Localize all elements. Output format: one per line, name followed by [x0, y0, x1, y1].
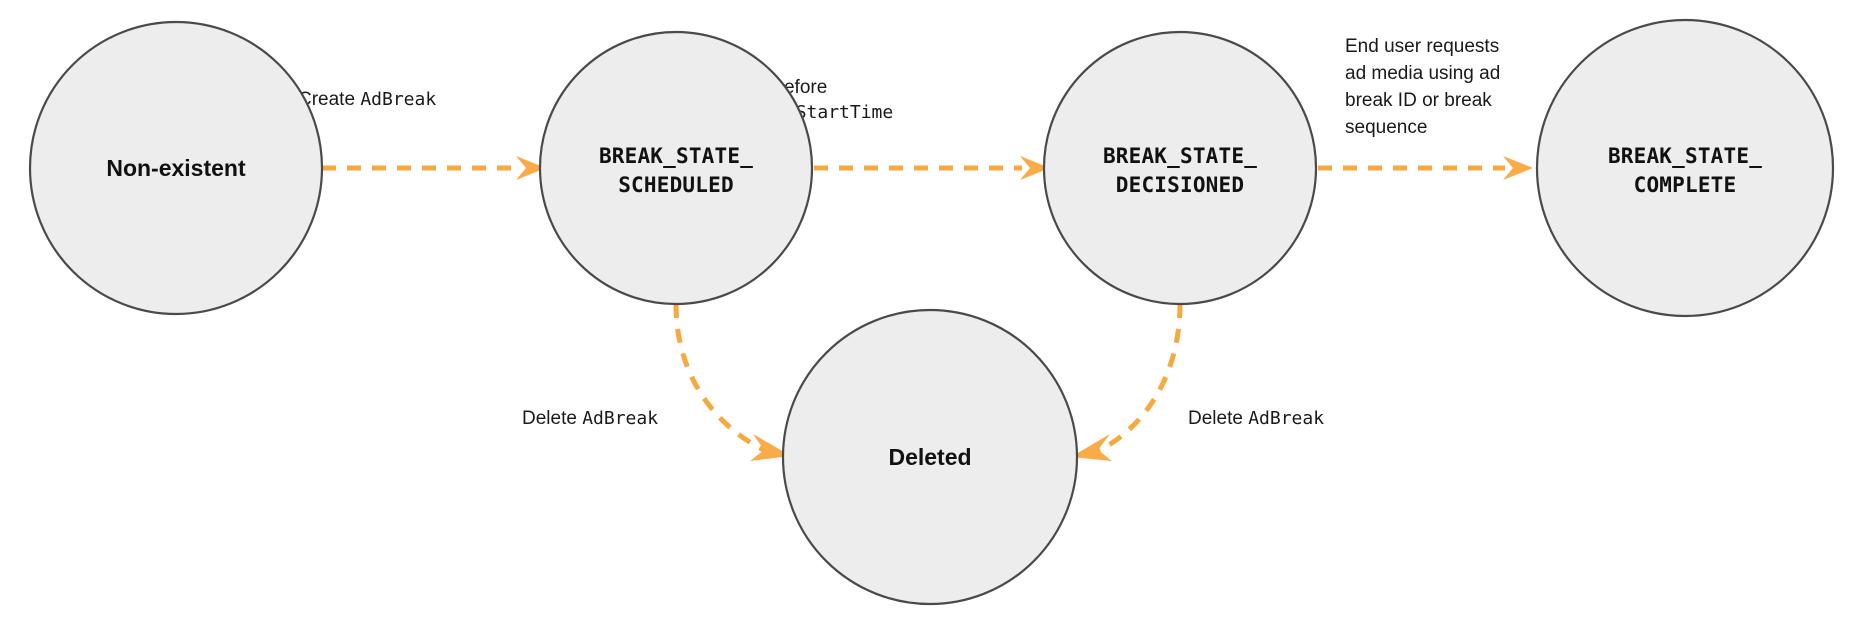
- edge-label-end-user-line-1: End user requests: [1345, 36, 1499, 57]
- edge-label-end-user-line-3: break ID or break: [1345, 90, 1492, 111]
- arrowhead-icon: [516, 156, 546, 180]
- state-node-deleted[interactable]: Deleted: [781, 308, 1079, 606]
- node-label-break-state-scheduled-line-1: BREAK_STATE_: [599, 144, 753, 168]
- edge-delete-adbreak-from-decisioned[interactable]: Delete AdBreak: [1071, 303, 1324, 461]
- edge-delete-adbreak-from-scheduled[interactable]: Delete AdBreak: [522, 303, 791, 461]
- node-label-break-state-decisioned-line-2: DECISIONED: [1116, 173, 1244, 197]
- edge-label-part-text: Delete: [522, 408, 582, 429]
- arrowhead-icon: [1503, 156, 1533, 180]
- edge-line-delete-from-decisioned: [1092, 303, 1183, 456]
- edge-label-end-user-line-4: sequence: [1345, 117, 1427, 138]
- edge-label-create-adbreak: Create AdBreak: [298, 89, 436, 110]
- edge-label-part-text: Create: [298, 89, 360, 110]
- state-node-break-state-decisioned[interactable]: BREAK_STATE_ DECISIONED: [1042, 30, 1318, 306]
- arrowhead-icon: [1071, 434, 1112, 461]
- edge-label-part-code: AdBreak: [1248, 408, 1324, 429]
- node-label-deleted: Deleted: [888, 444, 971, 470]
- node-shape-break-state-scheduled: [538, 30, 814, 306]
- edge-line-delete-from-scheduled: [673, 303, 770, 455]
- edge-label-delete-adbreak-right: Delete AdBreak: [1188, 408, 1324, 429]
- edge-end-user-requests-ad-media[interactable]: End user requests ad media using ad brea…: [1318, 36, 1533, 180]
- edge-label-delete-adbreak-left: Delete AdBreak: [522, 408, 658, 429]
- edge-label-end-user-line-2: ad media using ad: [1345, 63, 1500, 84]
- state-node-break-state-scheduled[interactable]: BREAK_STATE_ SCHEDULED: [538, 30, 814, 306]
- arrowhead-icon: [750, 434, 791, 461]
- node-label-non-existent: Non-existent: [106, 155, 246, 181]
- state-node-non-existent[interactable]: Non-existent: [28, 20, 324, 316]
- node-shape-deleted: [781, 308, 1079, 606]
- edge-group: Create AdBreak Shortly before expectedSt…: [298, 36, 1533, 461]
- node-shape-break-state-complete: [1535, 18, 1835, 318]
- node-label-break-state-decisioned-line-1: BREAK_STATE_: [1103, 144, 1257, 168]
- arrowhead-icon: [1020, 156, 1050, 180]
- state-node-break-state-complete[interactable]: BREAK_STATE_ COMPLETE: [1535, 18, 1835, 318]
- node-label-break-state-complete-line-1: BREAK_STATE_: [1608, 144, 1762, 168]
- edge-label-part-text: Delete: [1188, 408, 1248, 429]
- node-label-break-state-scheduled-line-2: SCHEDULED: [618, 173, 734, 197]
- node-group: Non-existent BREAK_STATE_ SCHEDULED BREA…: [28, 18, 1835, 606]
- node-label-break-state-complete-line-2: COMPLETE: [1634, 173, 1737, 197]
- edge-label-part-code: AdBreak: [360, 89, 436, 110]
- edge-label-part-code: AdBreak: [582, 408, 658, 429]
- node-shape-break-state-decisioned: [1042, 30, 1318, 306]
- node-shape-non-existent: [28, 20, 324, 316]
- edge-create-adbreak[interactable]: Create AdBreak: [298, 89, 546, 180]
